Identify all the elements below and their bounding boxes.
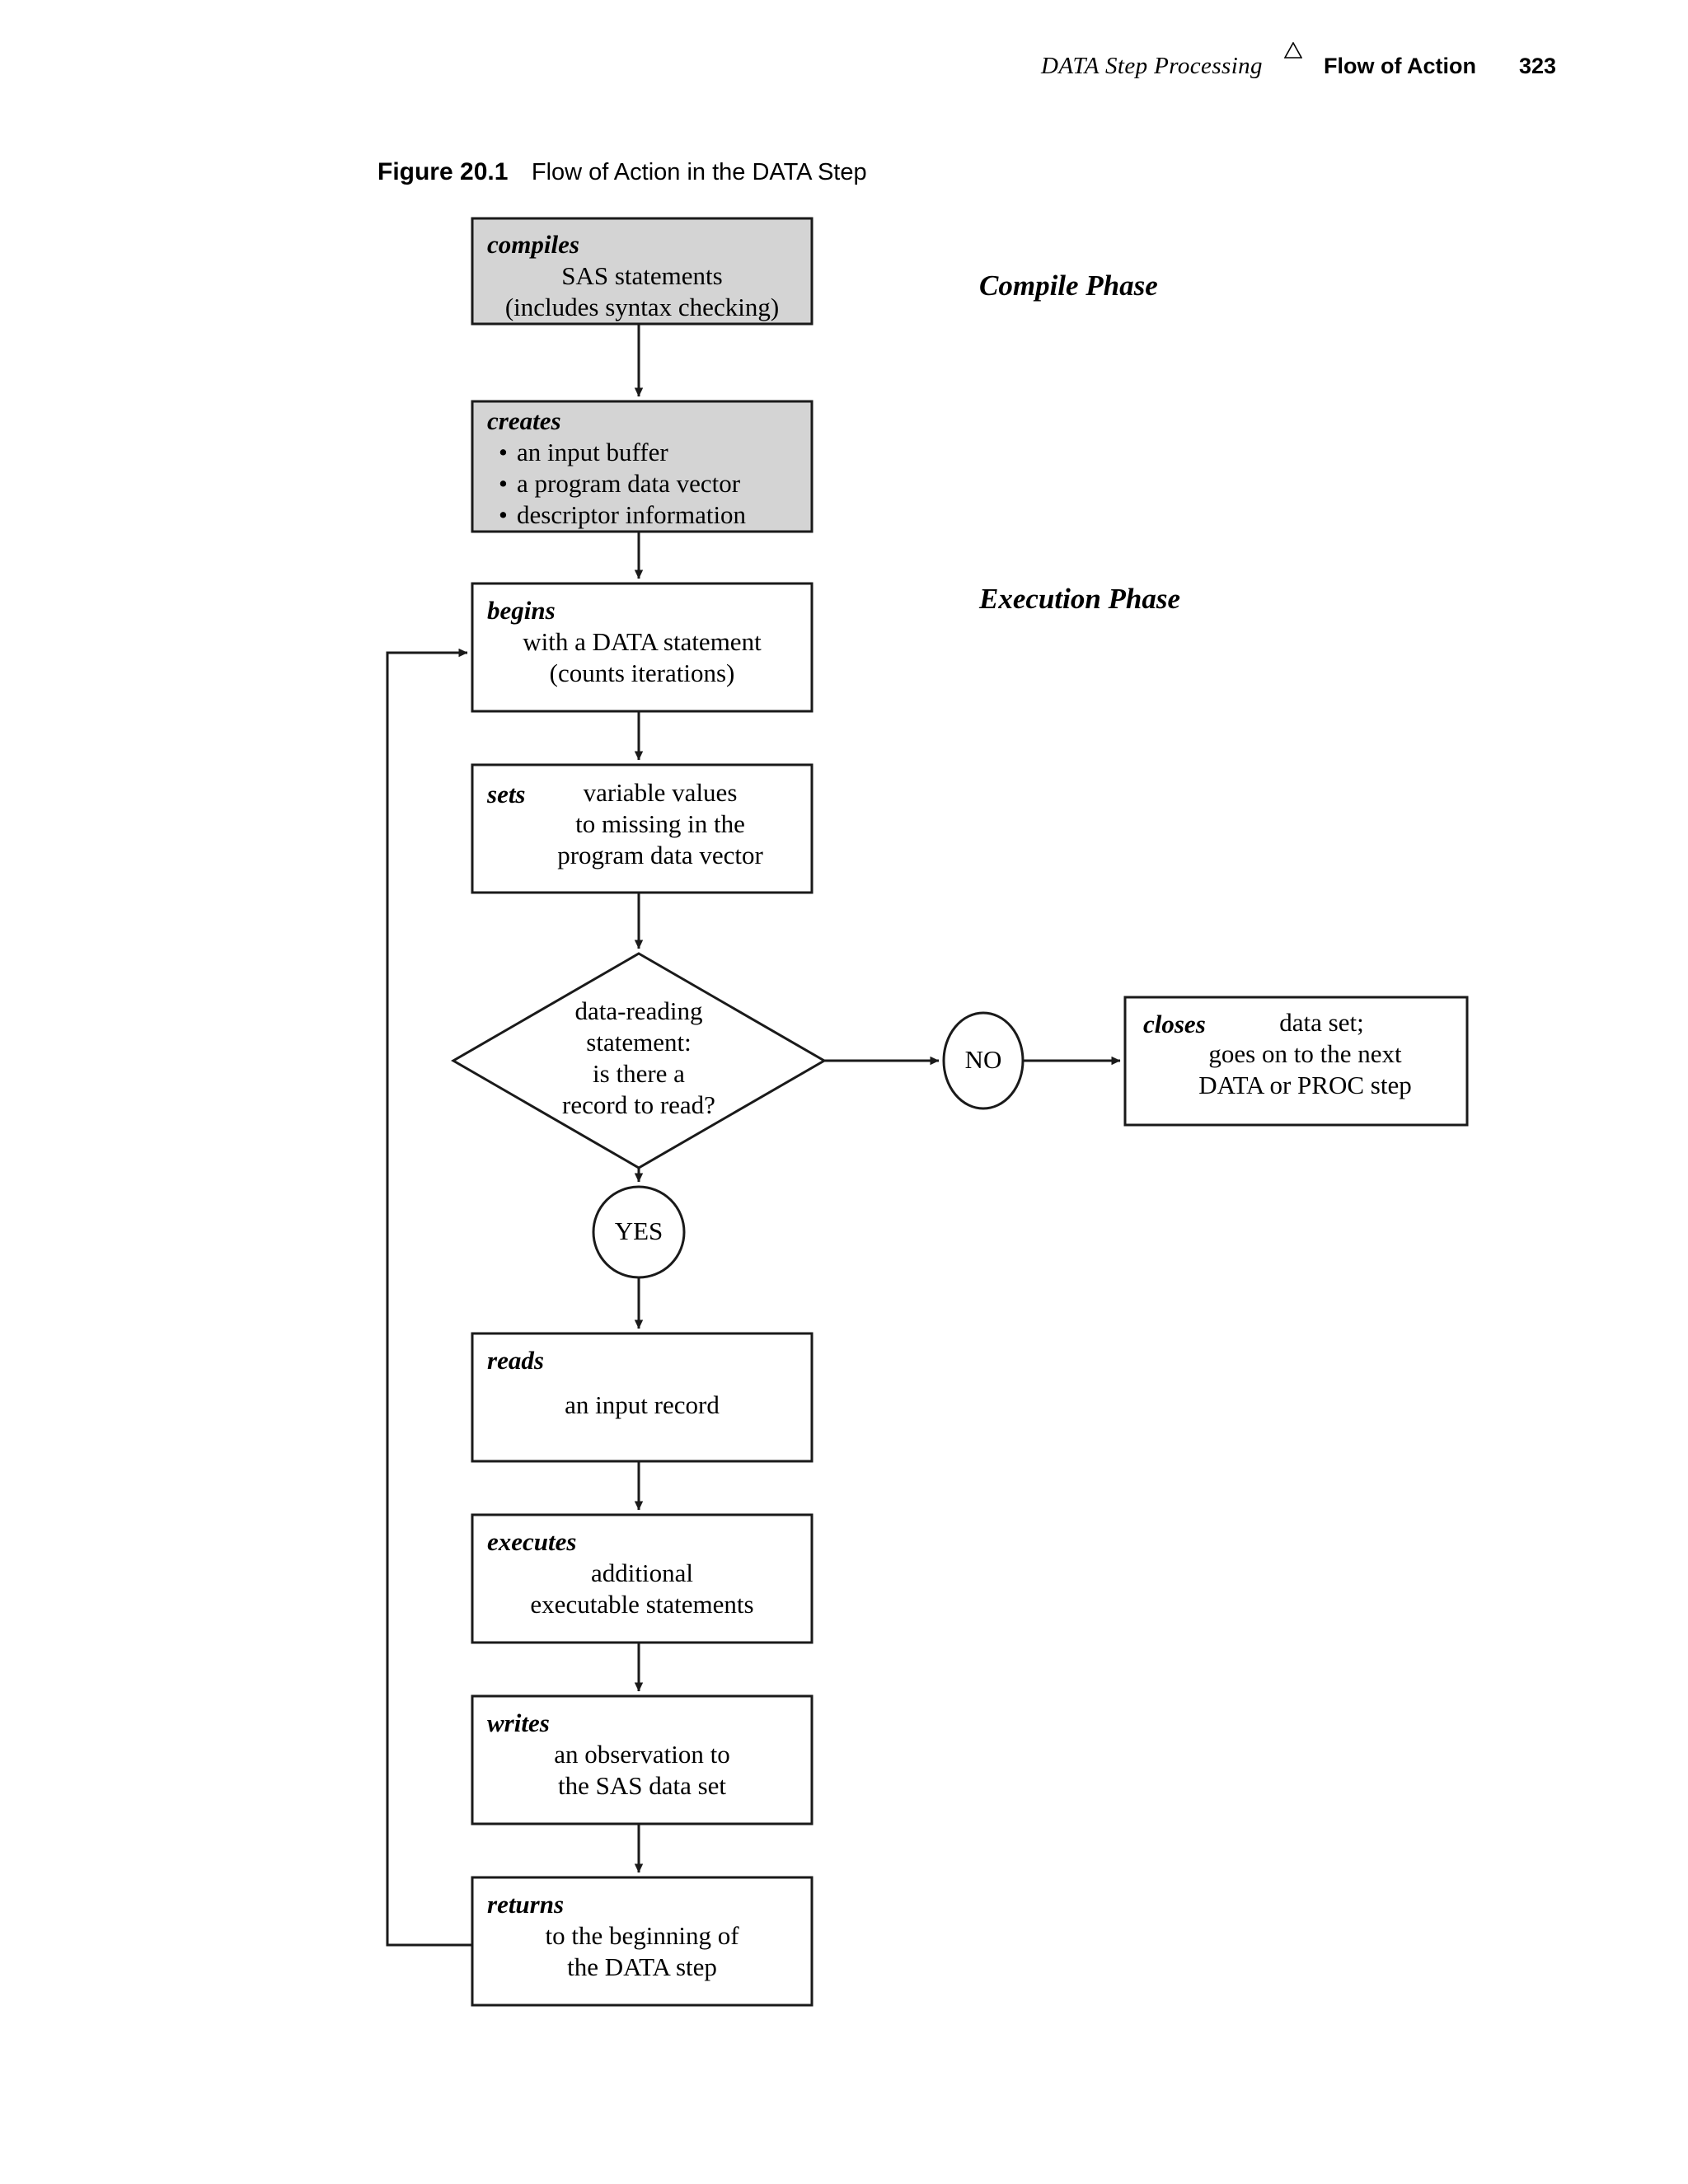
node-creates-bullet-2: a program data vector [517, 468, 812, 499]
node-creates-bullet-1: an input buffer [517, 437, 812, 468]
node-executes-line-1: additional [591, 1558, 693, 1587]
node-closes-line-3: DATA or PROC step [1198, 1071, 1412, 1099]
node-reads-line-1: an input record [565, 1390, 720, 1419]
node-reads-keyword: reads [487, 1346, 544, 1375]
node-closes-line-2: goes on to the next [1208, 1039, 1402, 1068]
node-creates: creates an input buffer a program data v… [472, 405, 812, 531]
badge-no-label: NO [964, 1045, 1002, 1074]
node-creates-bullet-3: descriptor information [517, 499, 812, 531]
node-returns-line-2: the DATA step [567, 1952, 717, 1981]
node-returns-shape [471, 1876, 814, 2007]
node-creates-keyword: creates [487, 406, 561, 435]
page-number: 323 [1518, 54, 1556, 78]
phase-label-compile: Compile Phase [979, 269, 1158, 302]
node-sets-shape [471, 763, 814, 894]
node-decision-line-1: data-reading [574, 996, 703, 1025]
node-returns: returns to the beginning of the DATA ste… [472, 1889, 812, 1983]
node-decision-line-3: is there a [593, 1059, 685, 1088]
node-writes-line-2: the SAS data set [557, 1771, 727, 1800]
node-executes: executes additional executable statement… [472, 1526, 812, 1620]
node-compiles-keyword: compiles [487, 230, 579, 259]
node-writes-shape [471, 1694, 814, 1825]
node-sets-line-2: to missing in the [575, 809, 745, 838]
node-begins-line-2: (counts iterations) [549, 658, 735, 687]
triangle-icon [1283, 42, 1302, 73]
figure-caption: Figure 20.1 Flow of Action in the DATA S… [377, 158, 867, 186]
node-decision: data-reading statement: is there a recor… [511, 996, 767, 1121]
edge-returns-begins [386, 648, 472, 1947]
node-closes: closes data set; goes on to the next DAT… [1125, 1007, 1467, 1101]
node-returns-line-1: to the beginning of [545, 1921, 739, 1950]
node-compiles-shape [471, 217, 814, 326]
running-head-book-title: DATA Step Processing [1040, 53, 1263, 79]
node-compiles: compiles SAS statements (includes syntax… [472, 229, 812, 323]
node-writes-keyword: writes [487, 1708, 550, 1737]
node-decision-line-2: statement: [586, 1028, 692, 1057]
node-returns-keyword: returns [487, 1890, 565, 1919]
node-sets-line-3: program data vector [557, 841, 763, 869]
node-closes-keyword: closes [1143, 1010, 1206, 1038]
node-executes-line-2: executable statements [530, 1590, 754, 1619]
running-head-section: Flow of Action [1323, 54, 1476, 78]
running-head: DATA Step Processing Flow of Action 323 [1040, 42, 1556, 80]
node-compiles-line-1: SAS statements [561, 261, 723, 290]
node-executes-shape [471, 1513, 814, 1644]
node-begins-keyword: begins [487, 596, 556, 625]
node-reads-shape [471, 1332, 814, 1463]
node-begins: begins with a DATA statement (counts ite… [472, 595, 812, 689]
node-sets: sets variable values to missing in the p… [472, 777, 812, 871]
node-executes-keyword: executes [487, 1527, 577, 1556]
node-sets-line-1: variable values [583, 778, 738, 807]
node-decision-line-4: record to read? [562, 1090, 715, 1119]
figure-title: Flow of Action in the DATA Step [531, 159, 867, 185]
badge-yes-label: YES [614, 1216, 663, 1245]
node-writes: writes an observation to the SAS data se… [472, 1708, 812, 1802]
phase-label-execution: Execution Phase [979, 583, 1181, 615]
node-writes-line-1: an observation to [554, 1740, 730, 1769]
figure-number: Figure 20.1 [377, 158, 509, 185]
node-compiles-line-2: (includes syntax checking) [504, 293, 780, 321]
node-begins-line-1: with a DATA statement [523, 627, 762, 656]
node-closes-shape [1123, 996, 1469, 1127]
node-creates-bullet-list: an input buffer a program data vector de… [472, 437, 812, 531]
node-reads: reads an input record [472, 1345, 812, 1421]
node-begins-shape [471, 582, 814, 713]
node-closes-line-1: data set; [1279, 1008, 1364, 1037]
node-sets-keyword: sets [487, 780, 526, 808]
